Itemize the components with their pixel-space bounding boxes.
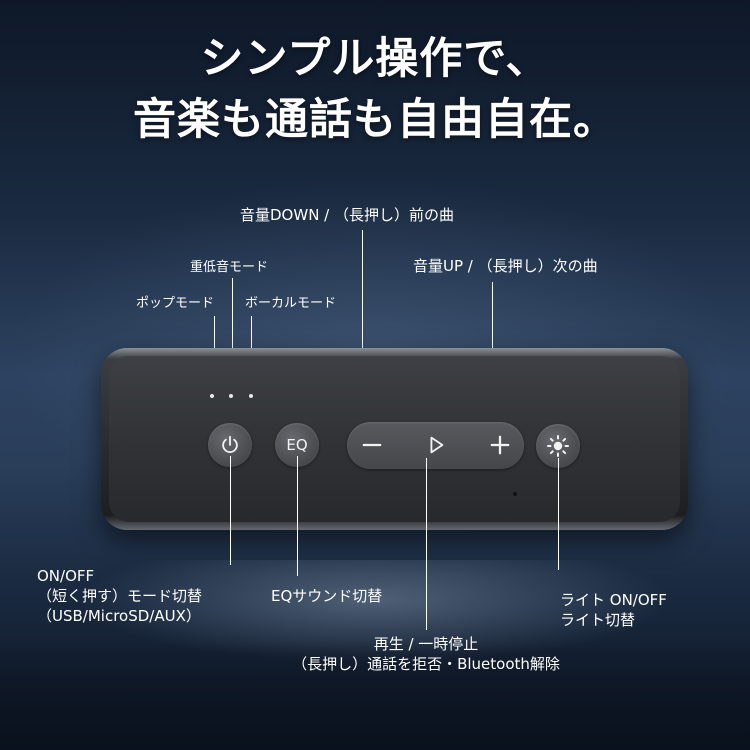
label-power-line-1: ON/OFF	[37, 567, 95, 585]
label-bass-mode: 重低音モード	[190, 260, 269, 275]
playback-control-bar	[347, 422, 524, 469]
leader-line-power	[230, 456, 231, 565]
headline-line-1: シンプル操作で、	[200, 34, 550, 84]
leader-line-eq	[297, 456, 298, 576]
vocal-mode-indicator	[249, 394, 253, 398]
speaker-face: EQ	[109, 356, 680, 522]
label-play-line-2: （長押し）通話を拒否・Bluetooth解除	[292, 655, 560, 673]
label-vocal-mode: ボーカルモード	[245, 296, 337, 311]
leader-line-play	[426, 458, 427, 630]
play-icon	[430, 436, 444, 454]
volume-down-button[interactable]	[351, 424, 393, 466]
pop-mode-indicator	[210, 394, 214, 398]
label-volume-up: 音量UP / （長押し）次の曲	[413, 257, 598, 275]
label-pop-mode: ポップモード	[136, 296, 215, 311]
label-power: ON/OFF （短く押す）モード切替 （USB/MicroSD/AUX）	[37, 566, 202, 626]
light-button[interactable]	[536, 424, 580, 468]
label-volume-down: 音量DOWN / （長押し）前の曲	[240, 206, 455, 224]
power-icon	[222, 435, 238, 453]
label-power-line-3: （USB/MicroSD/AUX）	[37, 607, 201, 625]
leader-line-volume-up	[492, 282, 493, 406]
play-pause-button[interactable]	[415, 424, 457, 466]
minus-icon	[362, 443, 382, 447]
speaker-body: EQ	[101, 348, 688, 530]
label-light-line-1: ライト ON/OFF	[560, 591, 667, 609]
leader-line-volume-down	[362, 230, 363, 406]
leader-line-light	[558, 458, 559, 570]
label-light: ライト ON/OFF ライト切替	[560, 590, 667, 630]
plus-icon	[490, 435, 510, 455]
eq-button-label: EQ	[286, 436, 308, 454]
bass-mode-indicator	[229, 394, 233, 398]
label-light-line-2: ライト切替	[560, 611, 636, 629]
label-play: 再生 / 一時停止 （長押し）通話を拒否・Bluetooth解除	[276, 634, 576, 674]
dark-foreground	[0, 640, 750, 750]
label-power-line-2: （短く押す）モード切替	[37, 587, 203, 605]
microphone-hole	[513, 492, 517, 496]
headline-line-2: 音楽も通話も自由自在。	[133, 95, 617, 145]
label-eq: EQサウンド切替	[271, 587, 383, 605]
label-play-line-1: 再生 / 一時停止	[373, 635, 479, 653]
volume-up-button[interactable]	[479, 424, 521, 466]
light-icon	[547, 435, 569, 457]
leader-line-bass	[232, 278, 233, 386]
